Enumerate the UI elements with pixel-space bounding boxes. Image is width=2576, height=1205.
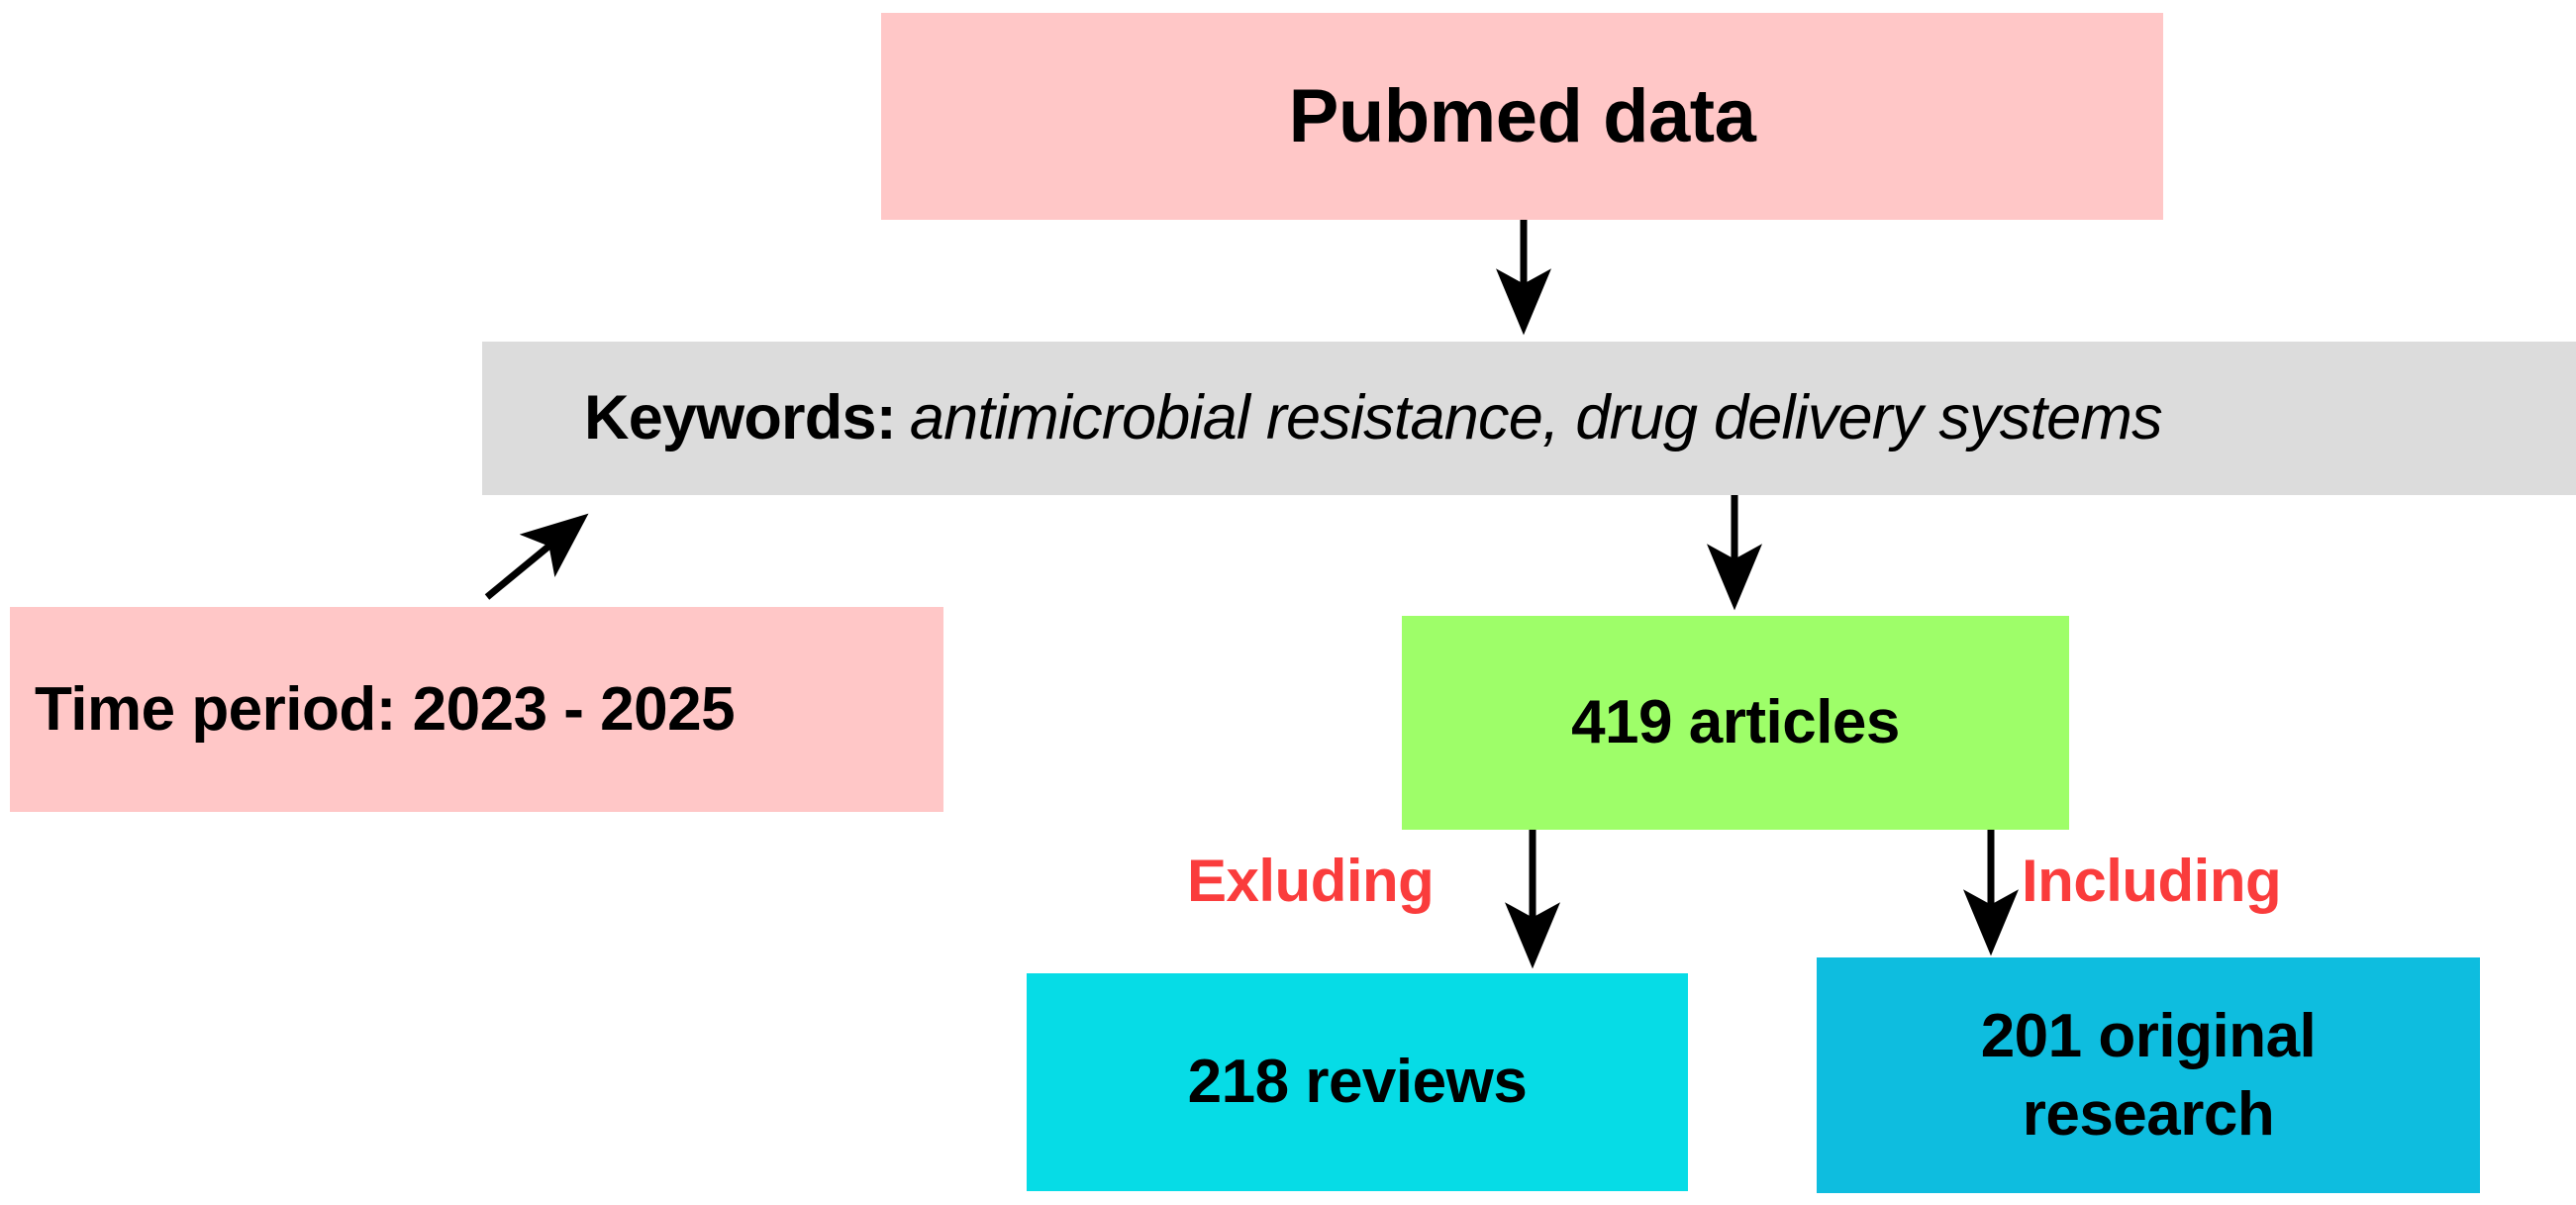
node-keywords-label: Keywords: bbox=[584, 383, 897, 453]
node-keywords-value: antimicrobial resistance, drug delivery … bbox=[909, 383, 2163, 453]
node-218-reviews: 218 reviews bbox=[1027, 973, 1688, 1191]
edge-label-including: Including bbox=[2022, 848, 2282, 914]
node-218-reviews-label: 218 reviews bbox=[1187, 1048, 1528, 1117]
node-keywords: Keywords: antimicrobial resistance, drug… bbox=[482, 342, 2576, 495]
node-201-original-research-label-line2: research bbox=[2022, 1080, 2275, 1149]
node-419-articles-label: 419 articles bbox=[1571, 688, 1900, 757]
node-201-original-research-label-line1: 201 original bbox=[1980, 1001, 2317, 1070]
edge-timeperiod-to-keywords bbox=[484, 513, 589, 600]
node-pubmed-data: Pubmed data bbox=[881, 13, 2163, 220]
node-419-articles: 419 articles bbox=[1402, 616, 2069, 830]
node-201-original-research: 201 original research bbox=[1817, 957, 2480, 1193]
node-time-period: Time period: 2023 - 2025 bbox=[10, 607, 943, 812]
node-time-period-label: Time period: 2023 - 2025 bbox=[35, 674, 736, 744]
node-pubmed-data-label: Pubmed data bbox=[1288, 73, 1756, 158]
edge-label-excluding: Exluding bbox=[1187, 848, 1435, 914]
